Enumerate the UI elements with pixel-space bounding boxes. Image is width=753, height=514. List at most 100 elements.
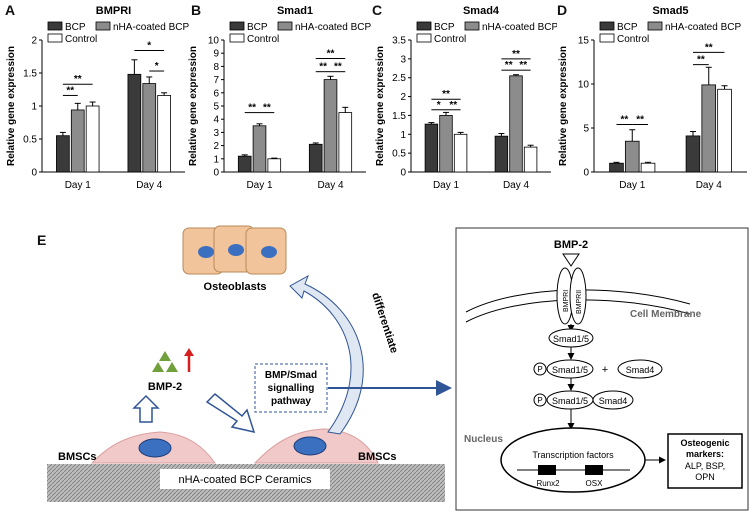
legend-label: nHA-coated BCP <box>482 22 557 33</box>
bmp2-triangle <box>159 351 171 361</box>
legend-label: BCP <box>617 22 638 33</box>
smad15-p-label: Smad1/5 <box>552 365 588 375</box>
chart-title: Smad1 <box>277 5 313 17</box>
legend-label: BCP <box>247 22 268 33</box>
bar <box>252 125 267 173</box>
bar <box>237 155 252 173</box>
y-tick-label: 1 <box>213 154 219 165</box>
membrane-label: Cell Membrane <box>630 309 702 320</box>
y-tick-label: 2 <box>400 92 406 103</box>
bar <box>56 135 70 173</box>
smad15-complex-label: Smad1/5 <box>552 396 588 406</box>
y-tick-label: 6 <box>213 88 219 99</box>
markers-title-1: Osteogenic <box>680 438 729 448</box>
y-tick-label: 0 <box>400 168 406 179</box>
panel-letter-d: D <box>557 2 568 18</box>
smad15-label: Smad1/5 <box>553 334 589 344</box>
bar <box>640 162 656 173</box>
legend-swatch <box>599 33 615 43</box>
y-tick-label: 2 <box>31 36 37 47</box>
bmp2-triangle <box>152 362 164 372</box>
smad4-complex-label: Smad4 <box>599 396 628 406</box>
receptor-bmprii <box>569 267 587 325</box>
bar <box>142 83 157 173</box>
bar <box>308 143 323 173</box>
hollow-up-arrow <box>132 394 160 423</box>
receptor-label-1: BMPRI <box>563 290 570 312</box>
significance-label: ** <box>519 60 527 71</box>
bmp2-box-label: BMP-2 <box>554 239 588 251</box>
significance-label: ** <box>327 48 335 59</box>
legend-swatch <box>599 21 615 31</box>
legend-swatch <box>95 21 111 31</box>
legend-swatch <box>416 21 432 31</box>
plus-sign: + <box>602 364 608 376</box>
bmsc-label-left: BMSCs <box>58 451 97 463</box>
x-tick-label: Day 1 <box>246 180 273 191</box>
y-tick-label: 3.5 <box>392 36 406 47</box>
smad4-label: Smad4 <box>626 365 655 375</box>
phospho-p <box>533 362 547 376</box>
chart-title: Smad4 <box>463 5 500 17</box>
significance-label: ** <box>334 62 342 73</box>
legend-swatch <box>416 33 432 43</box>
significance-label: ** <box>697 55 705 66</box>
significance-label: ** <box>449 100 457 111</box>
legend-label: Control <box>65 34 97 45</box>
legend-swatch <box>464 21 480 31</box>
markers-title-2: markers: <box>686 449 724 459</box>
significance-label: * <box>155 61 159 72</box>
bar <box>323 79 338 173</box>
significance-label: ** <box>319 62 327 73</box>
legend-label: Control <box>617 34 649 45</box>
pathway-line-2: signalling <box>268 383 315 394</box>
bar <box>127 73 142 173</box>
bar <box>453 133 468 173</box>
legend-label: nHA-coated BCP <box>665 22 741 33</box>
significance-label: * <box>437 100 441 111</box>
phospho-p-2 <box>533 393 547 407</box>
bmsc-nucleus-right <box>293 436 327 456</box>
bar <box>509 75 523 173</box>
bar <box>609 162 624 173</box>
panel-letter-e: E <box>37 232 47 248</box>
y-tick-label: 0 <box>31 168 37 179</box>
y-tick-label: 4 <box>213 115 219 126</box>
y-tick-label: 10 <box>208 36 220 47</box>
smad4-complex-node <box>592 390 634 410</box>
legend-swatch <box>229 21 245 31</box>
markers-box <box>667 433 743 489</box>
bar <box>157 95 171 173</box>
phospho-p-label: P <box>537 365 542 374</box>
chart-title: BMPRI <box>96 5 131 17</box>
y-tick-label: 0 <box>213 168 219 179</box>
significance-label: ** <box>248 103 256 114</box>
legend-label: Control <box>247 34 279 45</box>
significance-label: ** <box>705 42 713 53</box>
bmp2-label-left: BMP-2 <box>148 381 182 393</box>
bar <box>523 146 538 173</box>
differentiate-arrow <box>289 274 364 435</box>
legend-swatch <box>47 21 63 31</box>
y-tick-label: 1.5 <box>23 69 37 80</box>
transcription-factors-label: Transcription factors <box>532 450 614 460</box>
panel-letter-a: A <box>5 2 16 18</box>
phospho-p-label-2: P <box>537 396 542 405</box>
bar <box>717 88 732 173</box>
hollow-diagonal-arrow <box>205 392 256 434</box>
bmsc-label-right: BMSCs <box>358 451 397 463</box>
bar <box>267 158 282 173</box>
y-tick-label: 15 <box>578 36 590 47</box>
osx-gene <box>585 465 603 475</box>
y-tick-label: 7 <box>213 75 219 86</box>
legend-swatch <box>229 33 245 43</box>
y-tick-label: 0.5 <box>392 149 406 160</box>
y-axis-label: Relative gene expression <box>188 46 199 166</box>
x-tick-label: Day 1 <box>433 180 460 191</box>
nucleus <box>500 427 646 493</box>
pathway-box <box>254 363 328 413</box>
legend-label: nHA-coated BCP <box>295 22 371 33</box>
